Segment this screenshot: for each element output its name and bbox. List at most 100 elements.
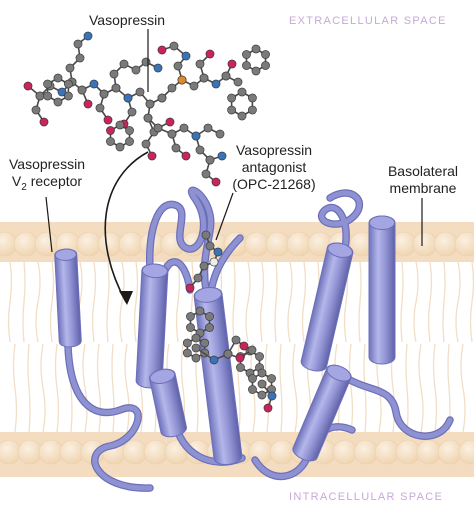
helix-cap xyxy=(54,248,77,262)
membrane-label: Basolateral membrane xyxy=(378,163,468,197)
atom xyxy=(261,61,270,70)
atom xyxy=(200,338,210,348)
lipid-tail xyxy=(7,261,13,343)
receptor-label-line2: V2 receptor xyxy=(4,173,90,196)
lipid-tail xyxy=(91,261,97,343)
lipid-tail xyxy=(405,343,409,433)
atom xyxy=(131,65,141,75)
atom xyxy=(205,49,215,59)
atom xyxy=(227,59,237,69)
receptor-loop xyxy=(347,377,453,439)
atom xyxy=(201,230,211,240)
helix-1 xyxy=(54,248,82,348)
atom xyxy=(248,385,257,394)
atom xyxy=(167,129,177,139)
lipid-tail xyxy=(427,261,433,343)
atom xyxy=(199,261,209,271)
lipid-tail xyxy=(124,343,130,433)
extracellular-space-label: EXTRACELLULAR SPACE xyxy=(289,15,447,27)
lipid-tail xyxy=(432,343,438,433)
atom xyxy=(63,91,73,101)
atom xyxy=(237,111,247,121)
binding-arrow xyxy=(104,151,149,303)
antagonist-molecule xyxy=(257,379,277,413)
lipid-head xyxy=(59,439,85,465)
lipid-head xyxy=(122,439,148,465)
atom xyxy=(182,338,192,348)
atom xyxy=(247,345,257,355)
receptor-label-subscript: 2 xyxy=(21,181,27,193)
lipid-tail xyxy=(274,261,278,343)
atom xyxy=(227,93,237,103)
atom xyxy=(169,41,179,51)
atom xyxy=(267,374,276,383)
atom xyxy=(248,374,257,383)
lipid-head xyxy=(269,439,295,465)
lipid-head xyxy=(458,439,474,465)
lipid-tail xyxy=(27,343,31,433)
antagonist-molecule xyxy=(248,368,276,400)
lipid-tail xyxy=(175,261,181,343)
lipid-tail xyxy=(133,261,139,343)
vasopressin-label: Vasopressin xyxy=(89,12,166,28)
lipid-tail xyxy=(35,261,41,343)
atom xyxy=(186,312,195,321)
atom xyxy=(123,93,133,103)
atom xyxy=(89,79,99,89)
lipid-tail xyxy=(232,261,236,343)
lipid-head xyxy=(374,439,400,465)
lipid-tail xyxy=(82,343,88,433)
atom xyxy=(53,73,63,83)
atom xyxy=(43,79,53,89)
atom xyxy=(53,97,63,107)
atom xyxy=(223,349,233,359)
helix-cap xyxy=(149,368,176,384)
atom xyxy=(236,363,245,372)
vasopressin-molecule xyxy=(43,73,73,107)
lipid-head xyxy=(412,231,438,257)
helix-body xyxy=(54,248,82,348)
lipid-tail xyxy=(400,261,404,343)
membrane-label-line1: Basolateral xyxy=(387,163,459,179)
lipid-head xyxy=(286,231,312,257)
vasopressin-molecule xyxy=(227,87,257,121)
atom xyxy=(157,45,167,55)
lipid-tail xyxy=(413,261,419,343)
lipid-tail xyxy=(49,261,55,343)
atom xyxy=(211,79,221,89)
helix-2 xyxy=(135,263,169,389)
atom xyxy=(57,87,67,97)
antagonist-label-line2: antagonist xyxy=(241,159,307,175)
lipid-head xyxy=(143,439,169,465)
atom xyxy=(233,77,243,87)
atom xyxy=(106,137,115,146)
atom xyxy=(211,177,221,187)
antagonist-label-line3: (OPC-21268) xyxy=(232,176,316,192)
helix-cap xyxy=(194,286,222,303)
receptor-loop xyxy=(319,190,362,251)
receptor-leader xyxy=(45,196,53,253)
helix-6 xyxy=(292,364,352,462)
atom xyxy=(35,91,45,101)
vasopressin-molecule xyxy=(141,113,159,161)
atom xyxy=(257,379,267,389)
atom xyxy=(209,355,219,365)
lipid-tail xyxy=(287,261,293,343)
atom xyxy=(255,352,264,361)
lipid-tail xyxy=(54,343,60,433)
lipid-tail xyxy=(245,261,251,343)
atom xyxy=(153,123,163,133)
atom xyxy=(195,306,205,316)
atom xyxy=(115,120,125,130)
atom xyxy=(125,126,134,135)
atom xyxy=(63,79,73,89)
helix-cap xyxy=(326,364,352,382)
atom xyxy=(247,93,257,103)
lipid-head xyxy=(391,231,417,257)
atom xyxy=(106,126,115,135)
atom xyxy=(165,117,175,127)
lipid-tail xyxy=(106,261,110,343)
atom xyxy=(103,115,113,125)
atom xyxy=(191,353,201,363)
